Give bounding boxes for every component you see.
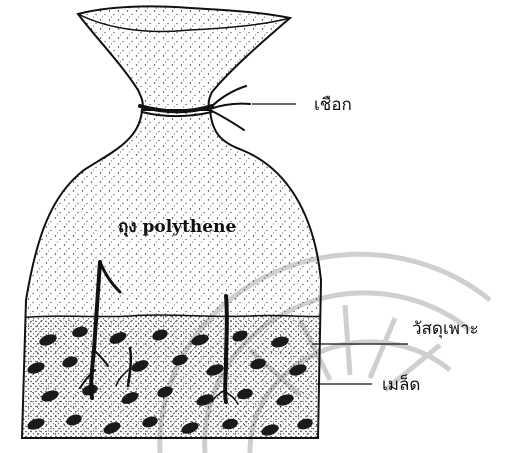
label-string: เชือก: [314, 95, 352, 115]
label-seed: เมล็ด: [382, 373, 420, 395]
bag-top: [78, 6, 290, 110]
growing-medium: [15, 315, 330, 445]
label-polythene-bag: ถุง polythene: [118, 217, 236, 237]
label-growing-medium: วัสดุเพาะ: [412, 319, 479, 339]
